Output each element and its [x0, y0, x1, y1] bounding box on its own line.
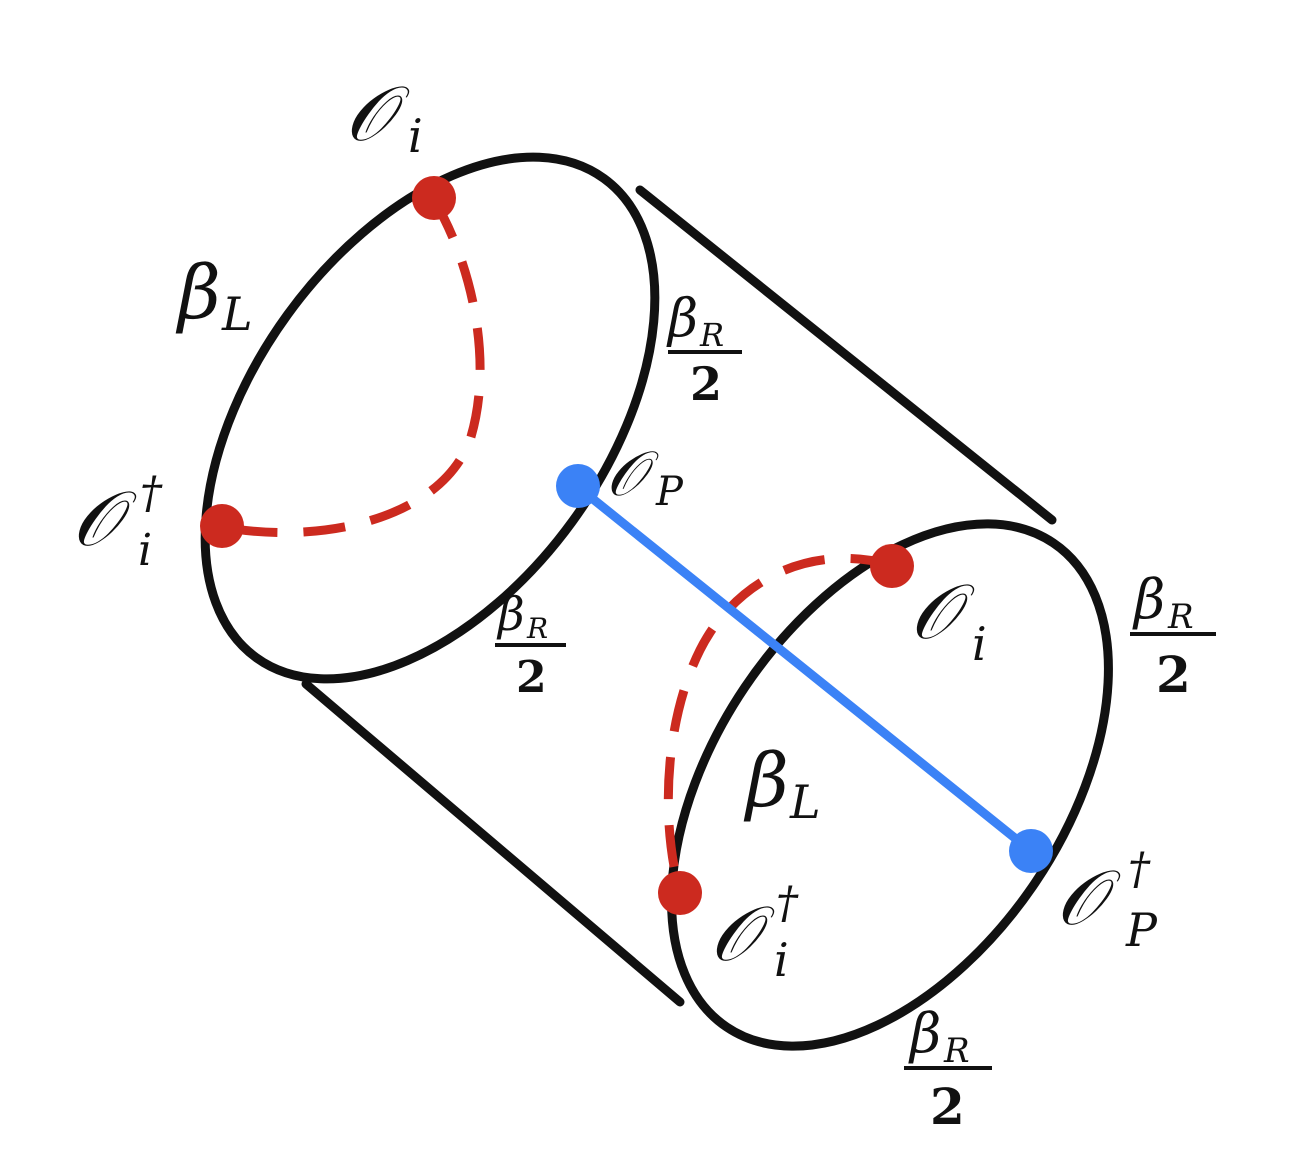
label-base: 𝒪	[910, 567, 975, 656]
fraction-numerator-sub: R	[1167, 597, 1194, 637]
dot-O-i-dag-left	[200, 504, 244, 548]
fraction-numerator: β	[1132, 568, 1165, 631]
right-dashed-operator-path	[663, 553, 894, 895]
fraction-numerator-sub: R	[943, 1031, 970, 1071]
label-O-i-right: 𝒪 i	[910, 567, 987, 671]
fraction-denominator: 2	[516, 652, 547, 703]
fraction-denominator: 2	[930, 1077, 965, 1136]
probe-line	[573, 482, 1036, 856]
label-O-i-dag-left: 𝒪 † i	[72, 468, 163, 576]
label-sub: L	[221, 287, 253, 341]
label-sub: i	[972, 617, 987, 671]
label-base: 𝒪	[72, 474, 137, 563]
label-beta-R-half-right: β R 2	[1130, 568, 1216, 704]
label-sup: †	[140, 468, 163, 519]
fraction-denominator: 2	[690, 357, 722, 411]
cylinder-top-edge	[635, 185, 1057, 525]
label-sub: L	[789, 775, 821, 829]
label-sub: i	[774, 933, 789, 987]
label-O-i-dag-bottom: 𝒪 † i	[710, 878, 799, 987]
fraction-numerator-sub: R	[699, 316, 724, 354]
label-sub: P	[655, 469, 684, 515]
label-base: 𝒪	[345, 69, 410, 158]
fraction-denominator: 2	[1156, 645, 1191, 704]
label-sub: P	[1125, 903, 1158, 957]
dot-O-P-dag	[1009, 829, 1053, 873]
label-base: 𝒪	[1056, 853, 1121, 942]
dot-O-i-top	[412, 176, 456, 220]
fraction-numerator-sub: R	[526, 612, 548, 645]
label-sup: †	[776, 878, 799, 929]
label-beta-L-left: β L	[175, 250, 253, 341]
dot-O-i-right	[870, 544, 914, 588]
left-dashed-operator-path	[221, 197, 485, 537]
right-end-circle	[667, 519, 1113, 1051]
dot-O-P	[556, 464, 600, 508]
label-O-P-dag: 𝒪 † P	[1056, 844, 1158, 957]
label-beta-R-half-middle: β R 2	[495, 587, 566, 703]
label-O-i-top: 𝒪 i	[345, 69, 423, 163]
label-base: 𝒪	[606, 437, 659, 510]
label-beta-R-half-bottom: β R 2	[904, 1002, 992, 1136]
label-base: β	[743, 738, 789, 824]
label-O-P: 𝒪 P	[606, 437, 684, 515]
label-beta-L-right: β L	[743, 738, 821, 829]
label-sub: i	[138, 525, 152, 576]
fraction-numerator: β	[908, 1002, 941, 1065]
label-base: β	[175, 250, 221, 336]
label-base: 𝒪	[710, 889, 775, 978]
label-beta-R-half-upper: β R 2	[666, 289, 742, 411]
left-end-circle	[200, 152, 660, 684]
label-sup: †	[1128, 844, 1151, 895]
label-sub: i	[408, 109, 423, 163]
dot-O-i-dag-bottom	[658, 871, 702, 915]
fraction-numerator: β	[496, 587, 525, 641]
cylinder-bottom-edge	[301, 679, 685, 1007]
fraction-numerator: β	[666, 289, 698, 349]
